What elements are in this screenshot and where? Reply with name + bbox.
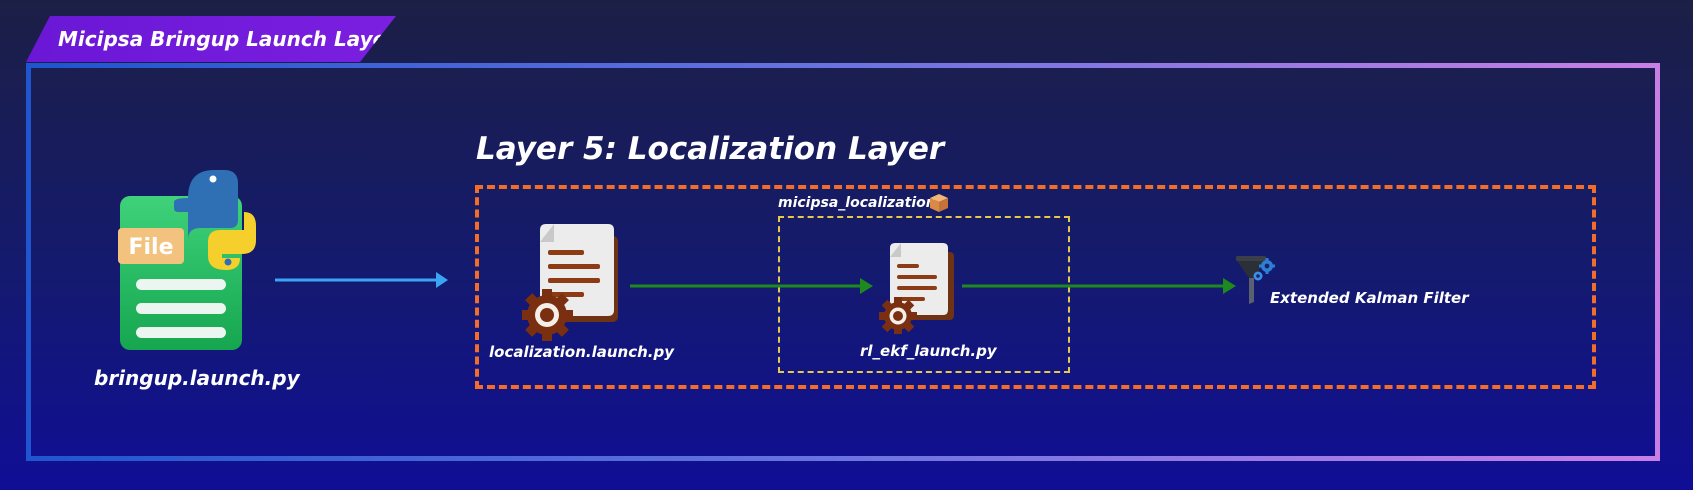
arrow-localization-to-ekf xyxy=(630,278,873,294)
python-file-icon: File xyxy=(118,170,256,350)
kalman-filter-label: Extended Kalman Filter xyxy=(1270,289,1469,307)
layer-title: Layer 5: Localization Layer xyxy=(476,131,945,167)
package-boundary xyxy=(778,216,1070,373)
launch-file-gear-icon xyxy=(522,224,618,341)
bringup-label: bringup.launch.py xyxy=(94,366,300,390)
package-label: micipsa_localization xyxy=(778,195,936,211)
layer-boundary xyxy=(475,185,1596,389)
diagram-frame xyxy=(26,63,1660,461)
arrow-bringup-to-localization xyxy=(275,272,448,288)
file-badge: File xyxy=(128,235,173,260)
launch-file-gear-icon xyxy=(879,243,954,334)
package-icon xyxy=(930,194,948,212)
title-tab: Micipsa Bringup Launch Layers xyxy=(26,16,396,62)
page-title: Micipsa Bringup Launch Layers xyxy=(58,27,408,51)
ekf-launch-label: rl_ekf_launch.py xyxy=(860,342,997,360)
filter-funnel-icon xyxy=(1236,256,1275,304)
arrow-ekf-to-kalman xyxy=(962,278,1236,294)
localization-label: localization.launch.py xyxy=(489,343,674,361)
